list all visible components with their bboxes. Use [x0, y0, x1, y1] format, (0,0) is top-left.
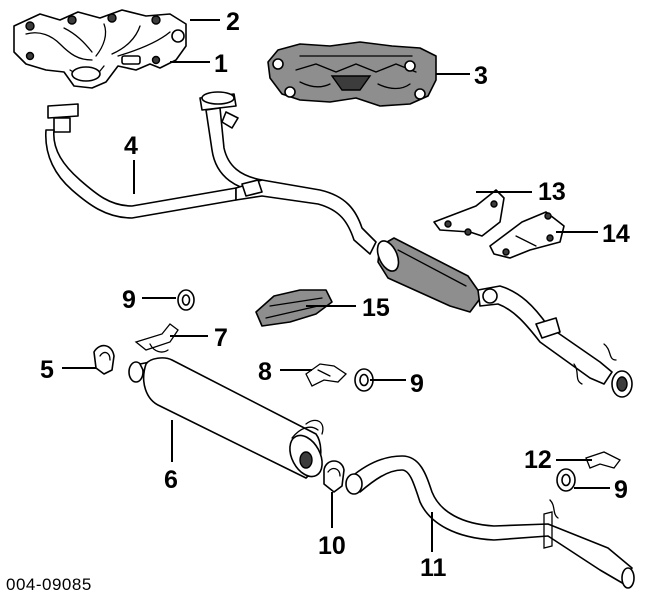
callout-5: 5	[40, 356, 54, 384]
clamp-9-lower	[556, 468, 576, 492]
callout-1: 1	[214, 50, 228, 78]
manifold-heat-shield	[267, 41, 437, 107]
heat-shield-15	[255, 289, 333, 327]
hanger-8	[305, 363, 348, 387]
callout-6: 6	[164, 466, 178, 494]
callout-10: 10	[318, 532, 346, 560]
y-pipe-catalytic-converter	[45, 91, 633, 398]
callout-13: 13	[538, 178, 566, 206]
callouts: 2 1 3 4 13 14 9 15 7 5 8 9 6 10 11 12 9 …	[6, 8, 630, 594]
hanger-12	[585, 451, 621, 469]
clamp-5	[93, 344, 115, 375]
callout-7: 7	[214, 324, 228, 352]
callout-9-upper: 9	[122, 286, 136, 314]
callout-4: 4	[124, 132, 138, 160]
figure-code: 004-09085	[6, 575, 92, 594]
callout-9-middle: 9	[410, 370, 424, 398]
callout-3: 3	[474, 62, 488, 90]
leader-lines	[62, 19, 610, 552]
bracket-14	[489, 211, 565, 259]
bracket-13	[433, 189, 505, 237]
callout-14: 14	[602, 220, 630, 248]
exhaust-manifold	[13, 9, 187, 89]
tailpipe	[345, 455, 635, 589]
callout-15: 15	[362, 294, 390, 322]
clamp-10	[323, 460, 345, 493]
callout-8: 8	[258, 358, 272, 386]
muffler	[128, 357, 324, 479]
callout-9-lower: 9	[614, 476, 628, 504]
callout-12: 12	[524, 446, 552, 474]
callout-11: 11	[420, 554, 447, 582]
callout-2: 2	[226, 8, 240, 36]
clamp-9-upper	[177, 289, 195, 311]
hanger-7	[134, 323, 179, 353]
